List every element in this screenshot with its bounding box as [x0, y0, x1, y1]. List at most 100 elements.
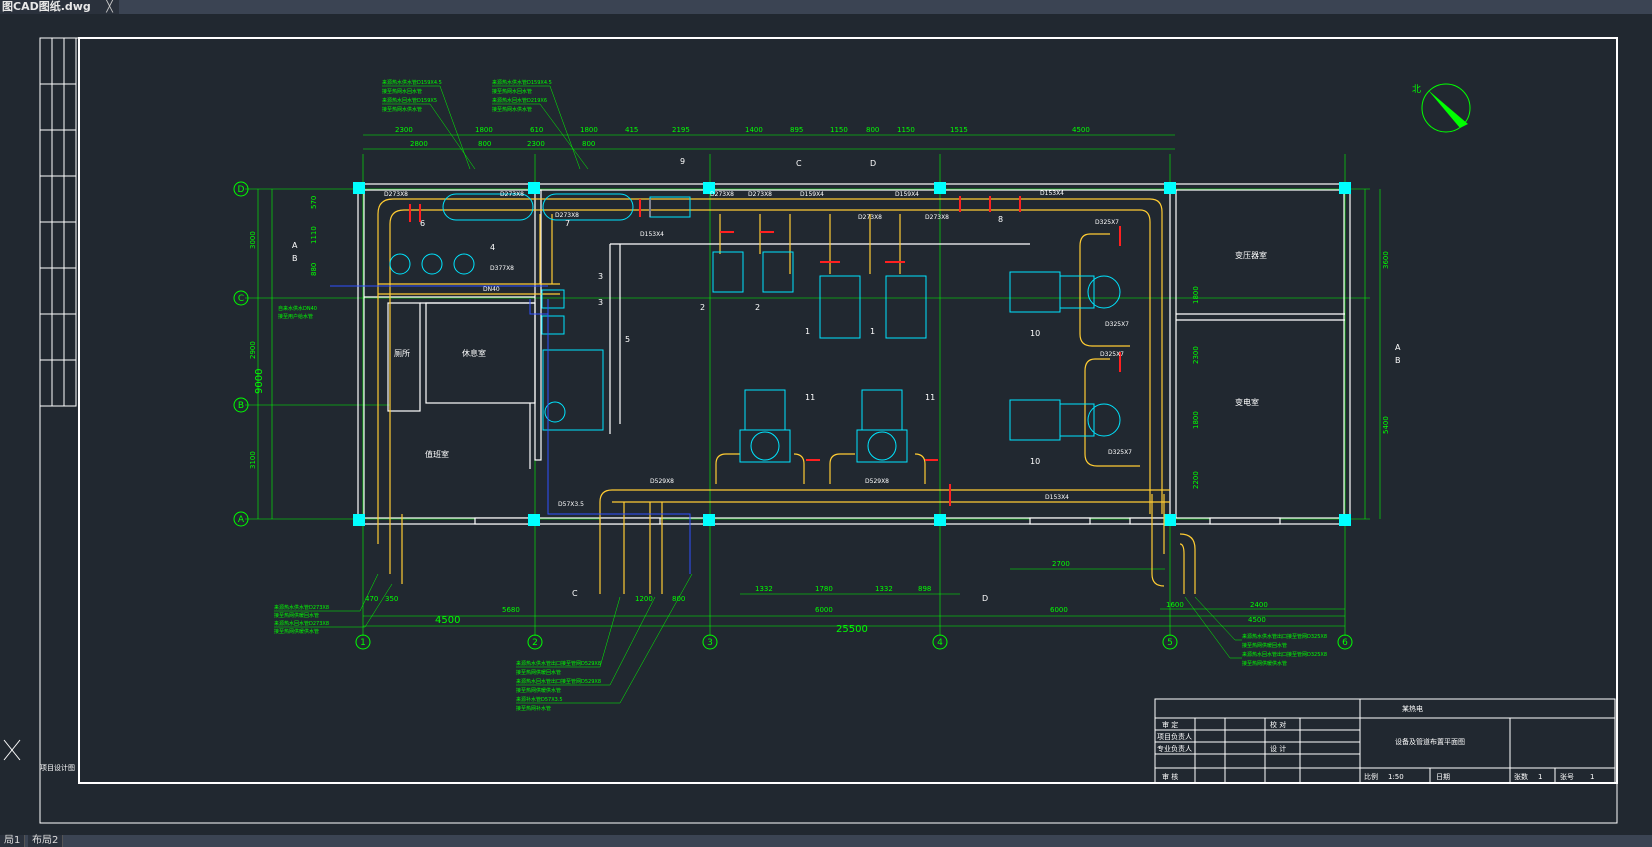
leader-lines [274, 85, 1242, 704]
pipe-label: D325X7 [1108, 449, 1132, 456]
note-bottom-right: 来源热水回水管出口接至管网D325X8 [1242, 651, 1327, 658]
dim-top-3: 800 [478, 140, 491, 148]
dim-top-6: 1800 [580, 126, 598, 134]
note-top-left: 来源热水供水管D159X4.5 [382, 79, 442, 86]
axis-col-6: 6 [1342, 638, 1348, 648]
dim-top-12: 1150 [830, 126, 848, 134]
layout-tab-bar: 局1 布局2 [0, 835, 1652, 847]
section-mark: D [982, 594, 988, 603]
dim-left-3: 570 [310, 196, 318, 209]
dim-bottom-5: 1332 [755, 585, 773, 593]
ucs-icon [3, 739, 21, 761]
pipes [377, 198, 1196, 594]
tb-audit: 审 核 [1162, 772, 1178, 781]
pipe-label: D529X8 [865, 478, 889, 485]
cad-drawing: 项目设计图 北 D C B A 1 2 3 4 5 6 [3, 37, 1618, 824]
axis-row-a: A [238, 515, 245, 525]
note-top-left: 接至热网水回水管 [382, 88, 422, 95]
dim-bottom-9: 2700 [1052, 560, 1070, 568]
note-left-mid: 接至用户给水管 [278, 313, 313, 320]
tab-drawing[interactable]: 图CAD图纸.dwg ╳ [0, 0, 119, 14]
tb-sheet-no-label: 张号 [1560, 772, 1574, 781]
pipe-label: D273X8 [710, 191, 734, 198]
pipe-label: D57X3.5 [558, 501, 584, 508]
axis-col-1: 1 [360, 638, 366, 648]
dim-top-1: 2800 [410, 140, 428, 148]
section-mark: A [1395, 343, 1401, 352]
drawing-name: 设备及管道布置平面图 [1395, 737, 1465, 746]
structural-columns [353, 182, 1351, 526]
dim-bottom-3: 6000 [1050, 606, 1068, 614]
equip-no: 7 [565, 219, 570, 228]
company-name: 某热电 [1402, 704, 1423, 713]
equip-no: 4 [490, 243, 495, 252]
equip-no: 1 [805, 327, 810, 336]
north-label: 北 [1412, 84, 1421, 95]
pipe-label: D273X8 [748, 191, 772, 198]
note-top-mid: 接至热网水回水管 [492, 88, 532, 95]
axis-row-c: C [238, 294, 244, 304]
equip-no: 3 [598, 272, 603, 281]
dim-bottom-16: 1600 [1166, 601, 1184, 609]
equip-no: 3 [598, 298, 603, 307]
pipe-label: D325X7 [1105, 321, 1129, 328]
dim-right-4: 1800 [1192, 411, 1200, 429]
note-bottom-mid: 来源补水管D57X3.5 [516, 696, 563, 703]
dim-left-4: 1110 [310, 226, 318, 244]
room-distribution: 变电室 [1235, 397, 1259, 407]
tb-check: 校 对 [1270, 720, 1286, 729]
equip-no: 8 [998, 215, 1003, 224]
dim-top-8: 415 [625, 126, 638, 134]
sidebar-strip [39, 37, 77, 407]
tb-design: 设 计 [1270, 744, 1286, 753]
tb-review: 审 定 [1162, 720, 1178, 729]
equip-no: 11 [805, 393, 815, 402]
dim-right-1: 5400 [1382, 416, 1390, 434]
close-icon[interactable]: ╳ [106, 0, 113, 13]
equipment [389, 193, 1121, 463]
layout-tab-2[interactable]: 布局2 [28, 835, 64, 847]
dim-top-7: 800 [582, 140, 595, 148]
overall-width: 25500 [836, 624, 868, 635]
dim-right-3: 2300 [1192, 346, 1200, 364]
pipe-label: D159X4 [800, 191, 824, 198]
pipe-label: D153X4 [1040, 190, 1064, 197]
overall-height: 9000 [254, 369, 265, 394]
makeup-water-lines [330, 285, 691, 574]
dim-bottom-13: 350 [385, 595, 398, 603]
note-bottom-mid: 接至热网补水管 [516, 705, 551, 712]
pipe-label: DN40 [483, 286, 500, 293]
tb-scale-value: 1:50 [1388, 773, 1404, 781]
pipe-label: D325X7 [1095, 219, 1119, 226]
dim-bottom-1: 5680 [502, 606, 520, 614]
dim-bottom-14: 2400 [1250, 601, 1268, 609]
note-top-left: 来源热水回水管D159X5 [382, 97, 437, 104]
section-mark: C [572, 589, 578, 598]
drawing-canvas[interactable]: 项目设计图 北 D C B A 1 2 3 4 5 6 [0, 14, 1652, 835]
dim-top-15: 1515 [950, 126, 968, 134]
pipe-label: D273X8 [384, 191, 408, 198]
sheet-border-inner [78, 37, 1618, 784]
layout-tab-1[interactable]: 局1 [0, 835, 26, 847]
equip-no: 6 [420, 219, 425, 228]
pipe-label: D529X8 [650, 478, 674, 485]
dim-top-2: 1800 [475, 126, 493, 134]
dim-bottom-2: 6000 [815, 606, 833, 614]
axis-row-d: D [238, 185, 245, 195]
axis-col-2: 2 [532, 638, 538, 648]
dim-top-13: 800 [866, 126, 879, 134]
section-mark: B [1395, 356, 1401, 365]
tb-project-lead: 项目负责人 [1157, 732, 1192, 741]
note-bottom-mid: 来源热水回水管出口接至管网D529X8 [516, 678, 601, 685]
section-mark: D [870, 159, 876, 168]
pipe-label: D273X8 [500, 191, 524, 198]
pipe-label: D273X8 [925, 214, 949, 221]
axis-col-4: 4 [937, 638, 943, 648]
dim-left-2: 3100 [249, 451, 257, 469]
pipe-label: D273X8 [858, 214, 882, 221]
tb-date-label: 日期 [1436, 773, 1450, 781]
equip-no: 9 [680, 157, 685, 166]
dim-right-5: 2200 [1192, 471, 1200, 489]
dim-right-2: 1800 [1192, 286, 1200, 304]
dim-bottom-12: 470 [365, 595, 378, 603]
